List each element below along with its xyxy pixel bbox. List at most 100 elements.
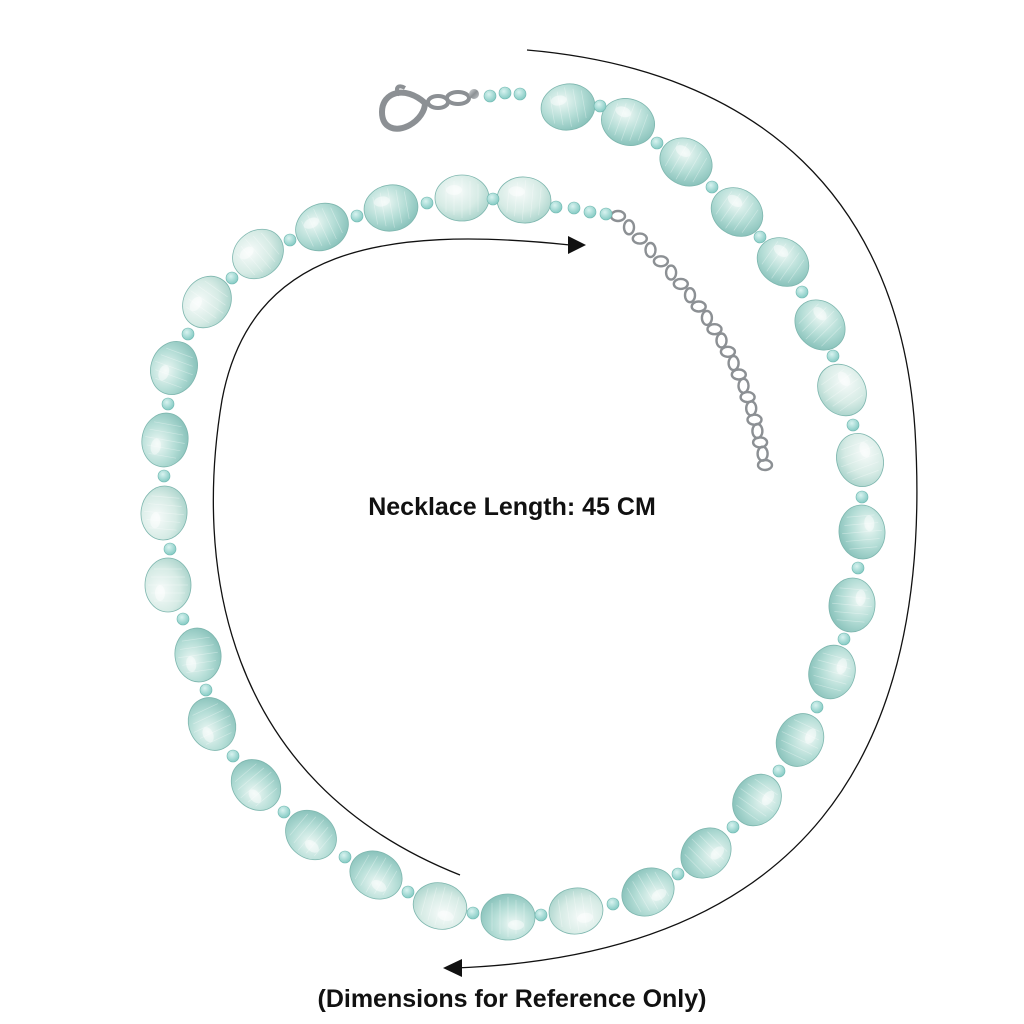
chain-link	[756, 445, 769, 462]
gemstone-bead	[710, 187, 764, 237]
chain-link	[652, 255, 670, 268]
spacer-bead	[513, 87, 527, 101]
gemstone-bead	[480, 893, 536, 941]
chain-link	[727, 354, 740, 372]
spacer-bead	[826, 349, 840, 363]
chain-link	[737, 377, 750, 394]
gemstone-bead	[496, 176, 552, 224]
inner-measure-arc	[212, 238, 571, 876]
gemstone-bead	[836, 433, 884, 487]
spacer-bead	[176, 612, 190, 626]
spacer-bead	[466, 906, 480, 920]
spacer-bead	[772, 764, 786, 778]
spacer-bead	[726, 820, 740, 834]
spacer-bead	[855, 490, 869, 504]
gemstone-bead	[150, 341, 198, 395]
spacer-bead	[199, 683, 213, 697]
outer-measure-arc	[454, 49, 918, 969]
gemstone-bead	[363, 184, 419, 232]
spacer-bead	[226, 749, 240, 763]
chain-link	[745, 400, 758, 417]
spacer-bead	[753, 230, 767, 244]
spacer-bead	[483, 89, 497, 103]
spacer-bead	[401, 885, 415, 899]
chain-link	[631, 232, 648, 245]
spacer-bead	[549, 200, 563, 214]
gemstone-bead	[540, 83, 596, 131]
chain-link	[609, 209, 627, 223]
spacer-bead	[705, 180, 719, 194]
gemstone-bead	[756, 237, 810, 287]
spacer-bead	[161, 397, 175, 411]
gemstone-bead	[285, 809, 337, 861]
chain-link	[690, 300, 707, 313]
gemstone-bead	[808, 644, 856, 700]
chain-link	[664, 264, 678, 281]
gemstone-bead	[295, 202, 349, 252]
arrowhead-icon	[568, 236, 586, 254]
gemstone-bead	[621, 867, 675, 917]
spacer-bead	[851, 561, 865, 575]
spacer-bead	[599, 207, 613, 221]
chain-link	[746, 413, 763, 426]
gemstone-bead	[141, 412, 189, 468]
chain-link	[706, 323, 723, 336]
gemstone-bead	[732, 773, 782, 827]
spacer-bead	[163, 542, 177, 556]
gemstone-bead	[182, 275, 232, 329]
spacer-bead	[338, 850, 352, 864]
measurement-arrows	[212, 49, 918, 977]
gemstone-bead	[775, 713, 825, 767]
dimensions-disclaimer: (Dimensions for Reference Only)	[317, 985, 707, 1013]
gemstone-bead	[794, 299, 846, 351]
gemstone-bead	[349, 850, 403, 900]
gemstone-bead	[838, 504, 886, 560]
arrowhead-icon	[443, 959, 462, 977]
spacer-bead	[534, 908, 548, 922]
necklace-beads	[140, 83, 886, 941]
chain-link	[751, 422, 764, 440]
lobster-clasp-icon	[378, 84, 479, 132]
gemstone-bead	[174, 627, 222, 683]
spacer-bead	[283, 233, 297, 247]
gemstone-bead	[140, 485, 188, 541]
gemstone-bead	[680, 827, 732, 879]
spacer-bead	[795, 285, 809, 299]
chain-link	[730, 368, 747, 381]
spacer-bead	[650, 136, 664, 150]
spacer-bead	[567, 201, 581, 215]
chain-link	[751, 436, 769, 449]
gemstone-bead	[412, 882, 468, 930]
gemstone-bead	[144, 557, 192, 613]
spacer-bead	[671, 867, 685, 881]
gemstone-bead	[187, 697, 237, 751]
gemstone-bead	[230, 759, 282, 811]
chain-link	[715, 332, 728, 349]
chain-link	[672, 277, 689, 291]
spacer-bead	[837, 632, 851, 646]
gemstone-bead	[232, 228, 284, 280]
necklace-length-label: Necklace Length: 45 CM	[368, 493, 656, 521]
gemstone-bead	[601, 98, 655, 146]
gemstone-bead	[659, 137, 713, 187]
gemstone-bead	[434, 174, 490, 222]
chain-link	[683, 287, 697, 304]
spacer-bead	[486, 192, 500, 206]
spacer-bead	[225, 271, 239, 285]
spacer-bead	[593, 99, 607, 113]
chain-link	[719, 345, 737, 358]
spacer-bead	[606, 897, 620, 911]
spacer-bead	[420, 196, 434, 210]
gemstone-bead	[548, 887, 604, 935]
chain-link	[644, 241, 657, 259]
chain-link	[700, 309, 714, 327]
spacer-bead	[846, 418, 860, 432]
spacer-bead	[350, 209, 364, 223]
spacer-bead	[810, 700, 824, 714]
extender-chain-icon	[609, 209, 774, 472]
spacer-bead	[157, 469, 171, 483]
chain-link	[622, 219, 636, 236]
spacer-bead	[583, 205, 597, 219]
gemstone-bead	[817, 363, 867, 417]
